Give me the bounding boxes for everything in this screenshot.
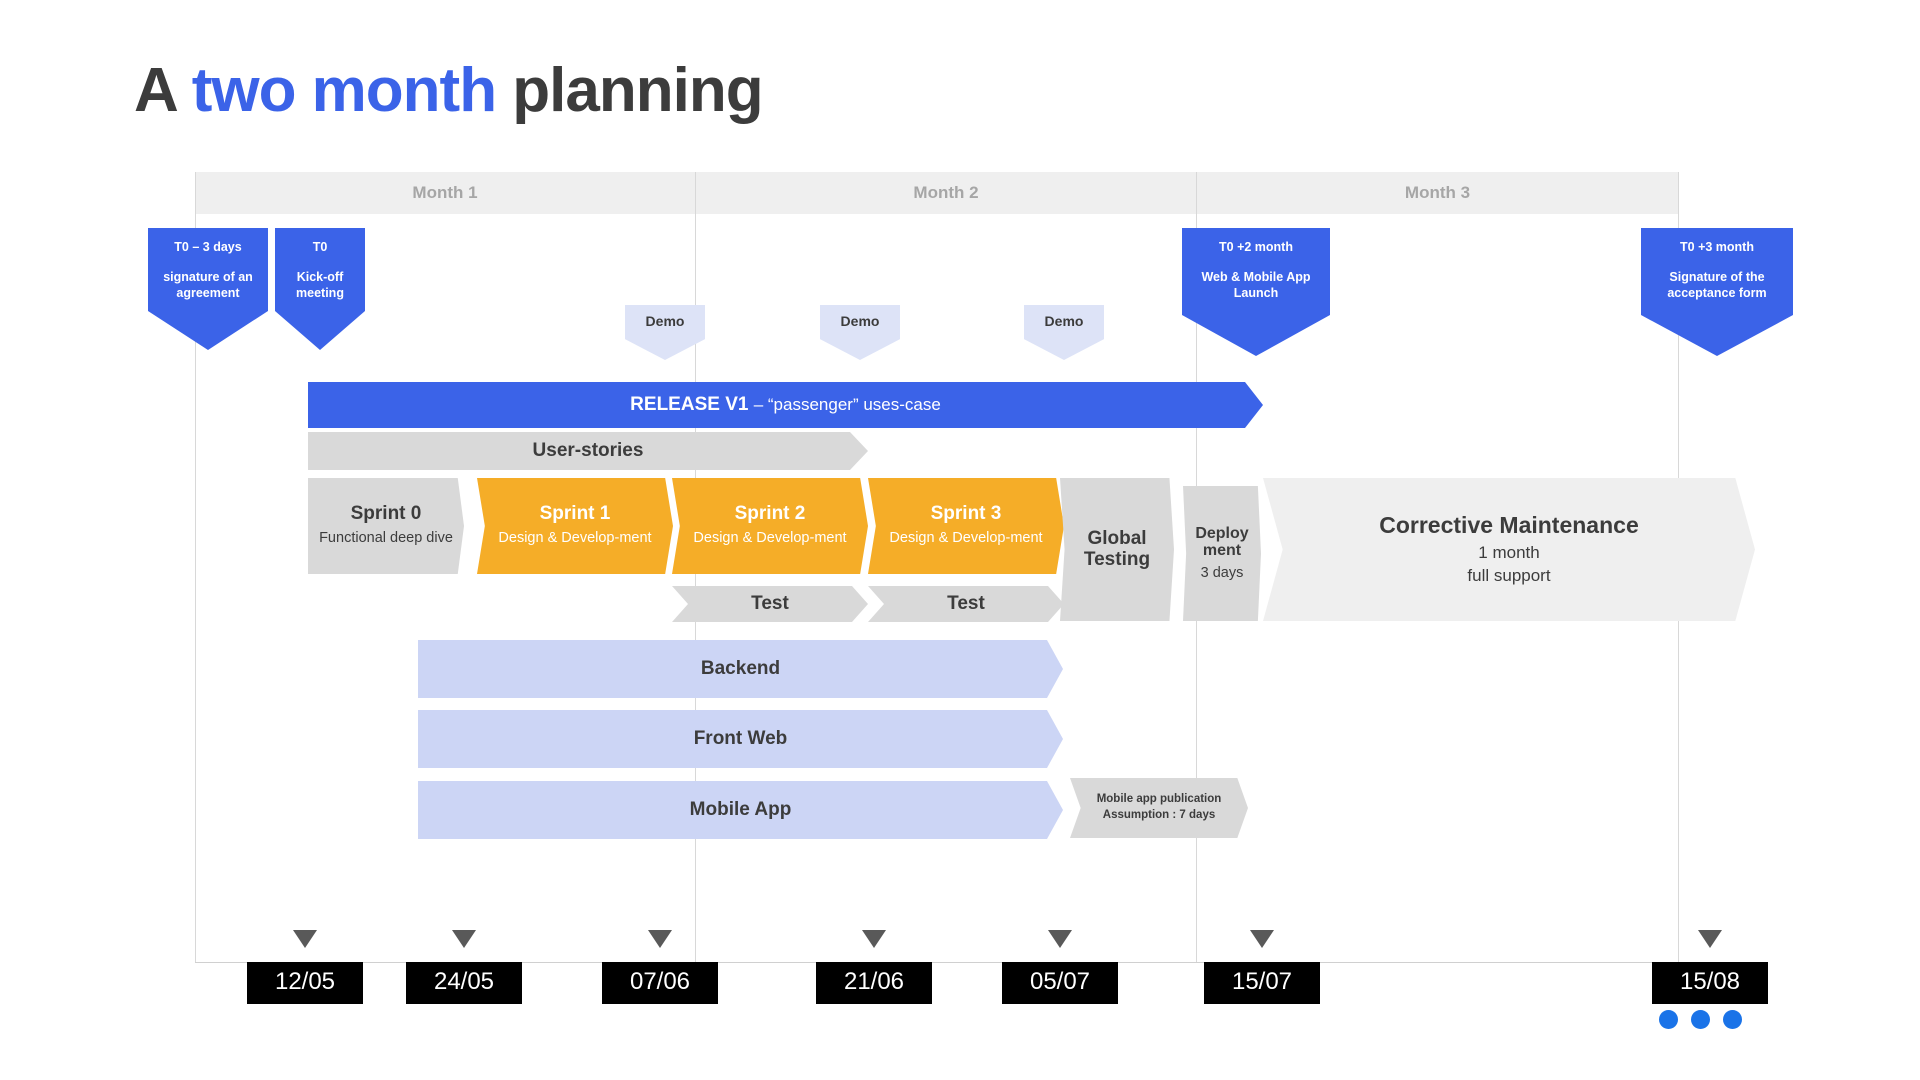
- release-v1-bar[interactable]: RELEASE V1 – “passenger” uses-case: [308, 382, 1263, 428]
- workstream-mobile-app-label: Mobile App: [689, 798, 792, 820]
- test-bar-2[interactable]: Test: [868, 586, 1064, 622]
- demo-marker-1[interactable]: Demo: [625, 305, 705, 360]
- workstream-backend-label: Backend: [700, 657, 781, 679]
- date-chip-2-label: 24/05: [433, 968, 495, 995]
- date-chip-4[interactable]: 21/06: [816, 962, 932, 1004]
- month-header-2: Month 2: [696, 172, 1196, 214]
- release-v1-detail: – “passenger” uses-case: [753, 395, 941, 414]
- workstream-backend[interactable]: Backend: [418, 640, 1063, 698]
- demo-marker-3-label: Demo: [1044, 313, 1084, 329]
- pagination-dots[interactable]: [1659, 1010, 1742, 1029]
- sprint-3-title: Sprint 3: [930, 503, 1002, 525]
- global-testing-line1: Global: [1087, 527, 1147, 549]
- milestone-acceptance-form[interactable]: T0 +3 month Signature of the acceptance …: [1641, 228, 1793, 356]
- title-part-2: two month: [191, 56, 497, 125]
- milestone-1-sub: signature of an agreement: [163, 269, 253, 301]
- month-header-2-label: Month 2: [913, 183, 979, 202]
- sprint-0-box[interactable]: Sprint 0 Functional deep dive: [308, 478, 464, 574]
- sprint-1-sub: Design & Develop-ment: [498, 530, 652, 547]
- milestone-4-sub: Signature of the acceptance form: [1667, 269, 1767, 301]
- milestone-3-sub: Web & Mobile App Launch: [1201, 269, 1311, 301]
- corrective-maintenance-sub2: full support: [1467, 565, 1551, 585]
- global-testing-line2: Testing: [1083, 548, 1151, 570]
- sprint-2-sub: Design & Develop-ment: [693, 530, 847, 547]
- corrective-maintenance-box[interactable]: Corrective Maintenance 1 month full supp…: [1263, 478, 1755, 621]
- date-chip-1-label: 12/05: [274, 968, 336, 995]
- corrective-maintenance-sub1: 1 month: [1478, 543, 1540, 563]
- date-chip-5[interactable]: 05/07: [1002, 962, 1118, 1004]
- release-v1-name: RELEASE V1: [630, 394, 749, 415]
- milestone-signature-agreement[interactable]: T0 – 3 days signature of an agreement: [148, 228, 268, 350]
- release-v1-label: RELEASE V1 – “passenger” uses-case: [630, 394, 941, 416]
- mobile-app-publication-note[interactable]: Mobile app publication Assumption : 7 da…: [1070, 778, 1248, 838]
- date-chip-3[interactable]: 07/06: [602, 962, 718, 1004]
- milestone-2-sub: Kick-off meeting: [296, 269, 344, 301]
- month-header-1: Month 1: [195, 172, 695, 214]
- page-title: A two month planning: [134, 55, 764, 126]
- demo-marker-1-label: Demo: [645, 313, 685, 329]
- demo-marker-2-label: Demo: [840, 313, 880, 329]
- sprint-1-title: Sprint 1: [539, 503, 611, 525]
- date-chip-1[interactable]: 12/05: [247, 962, 363, 1004]
- date-chip-4-label: 21/06: [843, 968, 905, 995]
- mobile-note-line2: Assumption : 7 days: [1102, 809, 1216, 821]
- milestone-2-title: T0: [312, 240, 328, 254]
- demo-marker-2[interactable]: Demo: [820, 305, 900, 360]
- test-bar-1-label: Test: [751, 592, 789, 614]
- date-chip-7[interactable]: 15/08: [1652, 962, 1768, 1004]
- mobile-note-line1: Mobile app publication: [1096, 793, 1222, 806]
- test-bar-2-label: Test: [947, 592, 985, 614]
- month-header-3: Month 3: [1197, 172, 1678, 214]
- sprint-3-box[interactable]: Sprint 3 Design & Develop-ment: [868, 478, 1064, 574]
- milestone-kickoff[interactable]: T0 Kick-off meeting: [275, 228, 365, 350]
- timeline-tick-1: [293, 930, 317, 948]
- milestone-1-title: T0 – 3 days: [174, 240, 242, 254]
- month-divider-start: [195, 172, 196, 962]
- timeline-tick-5: [1048, 930, 1072, 948]
- month-header-3-label: Month 3: [1404, 183, 1471, 202]
- sprint-2-title: Sprint 2: [734, 503, 806, 525]
- sprint-1-box[interactable]: Sprint 1 Design & Develop-ment: [477, 478, 673, 574]
- timeline-tick-4: [862, 930, 886, 948]
- milestone-4-title: T0 +3 month: [1680, 240, 1754, 254]
- workstream-front-web[interactable]: Front Web: [418, 710, 1063, 768]
- sprint-0-sub: Functional deep dive: [319, 530, 453, 547]
- deployment-line2: ment: [1202, 542, 1242, 560]
- workstream-front-web-label: Front Web: [693, 727, 788, 749]
- pagination-dot-3[interactable]: [1723, 1010, 1742, 1029]
- pagination-dot-2[interactable]: [1691, 1010, 1710, 1029]
- demo-marker-3[interactable]: Demo: [1024, 305, 1104, 360]
- date-chip-6-label: 15/07: [1231, 968, 1293, 995]
- deployment-box[interactable]: Deploy ment 3 days: [1183, 486, 1261, 621]
- sprint-0-title: Sprint 0: [350, 503, 422, 525]
- workstream-mobile-app[interactable]: Mobile App: [418, 781, 1063, 839]
- title-part-3: planning: [496, 56, 763, 125]
- timeline-tick-7: [1698, 930, 1722, 948]
- timeline-tick-2: [452, 930, 476, 948]
- corrective-maintenance-title: Corrective Maintenance: [1379, 512, 1639, 539]
- date-chip-3-label: 07/06: [629, 968, 691, 995]
- deployment-line1: Deploy: [1195, 524, 1249, 542]
- milestone-app-launch[interactable]: T0 +2 month Web & Mobile App Launch: [1182, 228, 1330, 356]
- user-stories-label: User-stories: [532, 439, 644, 461]
- global-testing-box[interactable]: Global Testing: [1060, 478, 1174, 621]
- timeline-tick-6: [1250, 930, 1274, 948]
- sprint-2-box[interactable]: Sprint 2 Design & Develop-ment: [672, 478, 868, 574]
- month-header-1-label: Month 1: [412, 183, 478, 202]
- date-chip-5-label: 05/07: [1029, 968, 1091, 995]
- user-stories-bar[interactable]: User-stories: [308, 432, 868, 470]
- sprint-3-sub: Design & Develop-ment: [889, 530, 1043, 547]
- deployment-duration: 3 days: [1200, 565, 1244, 582]
- date-chip-7-label: 15/08: [1679, 968, 1741, 995]
- milestone-3-title: T0 +2 month: [1219, 240, 1293, 254]
- test-bar-1[interactable]: Test: [672, 586, 868, 622]
- pagination-dot-1[interactable]: [1659, 1010, 1678, 1029]
- date-chip-6[interactable]: 15/07: [1204, 962, 1320, 1004]
- timeline-axis: [195, 962, 1678, 963]
- title-part-1: A: [134, 56, 192, 125]
- date-chip-2[interactable]: 24/05: [406, 962, 522, 1004]
- timeline-tick-3: [648, 930, 672, 948]
